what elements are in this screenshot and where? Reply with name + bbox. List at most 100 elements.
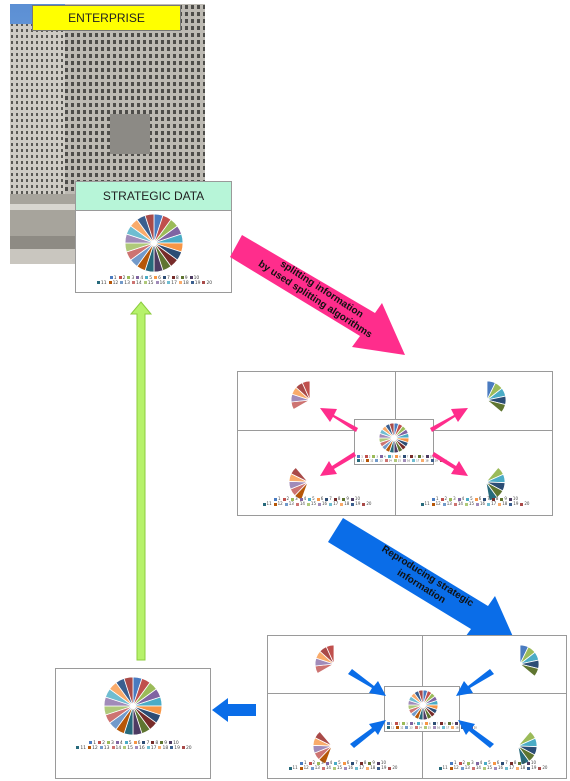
legend-swatch [329, 502, 333, 506]
legend-swatch [393, 458, 397, 462]
legend-label: 18 [162, 746, 169, 751]
legend-swatch [402, 722, 406, 725]
legend-label: 9 [504, 496, 507, 501]
legend-swatch [449, 766, 453, 770]
legend-swatch [181, 746, 185, 749]
legend-swatch [76, 746, 80, 749]
legend-label: 20 [542, 765, 548, 770]
legend-label: 16 [480, 501, 486, 506]
legend-label: 11 [391, 726, 395, 729]
legend-label: 6 [399, 455, 401, 459]
legend-swatch [509, 761, 513, 765]
legend-swatch [190, 281, 194, 284]
legend-label: 4 [479, 760, 483, 765]
legend-swatch [342, 761, 346, 765]
legend-label: 4 [119, 741, 123, 746]
legend-swatch [282, 497, 286, 501]
green-up-arrow [129, 301, 153, 661]
legend-label: 14 [136, 281, 142, 286]
legend-swatch [151, 741, 155, 744]
legend-label: 17 [171, 281, 177, 286]
pie-fragment-top-right [486, 380, 507, 413]
legend-swatch [317, 761, 321, 765]
legend-label: 1 [453, 760, 457, 765]
legend-label: 18 [502, 501, 508, 506]
strategic-pie-chart [124, 213, 184, 273]
legend-label: 10 [193, 276, 200, 281]
legend-label: 3 [406, 722, 408, 726]
legend-swatch [520, 502, 524, 506]
center-pie [407, 689, 439, 721]
legend-swatch [333, 497, 337, 501]
legend-label: 6 [478, 496, 482, 501]
legend-swatch [432, 722, 436, 725]
merge-arrows-blue [348, 669, 494, 748]
legend-swatch [124, 741, 128, 744]
legend-swatch [273, 497, 277, 501]
legend-label: 3 [471, 760, 474, 765]
legend-label: 2 [398, 722, 401, 726]
legend-label: 7 [505, 760, 508, 765]
legend-swatch [451, 725, 455, 729]
legend-label: 14 [475, 765, 481, 770]
legend-swatch [350, 497, 354, 501]
legend-swatch [355, 766, 359, 770]
legend-label: 20 [524, 501, 530, 506]
legend-label: 12 [453, 765, 459, 770]
legend-label: 9 [522, 760, 525, 765]
legend-swatch [325, 761, 329, 765]
legend-label: 9 [421, 455, 424, 459]
legend-swatch [417, 455, 421, 458]
left-arrow-blue [212, 698, 256, 722]
legend-swatch [368, 761, 372, 765]
legend-label: 19 [174, 746, 180, 751]
legend-label: 8 [414, 455, 416, 459]
legend-label: 13 [124, 281, 131, 286]
legend-swatch [410, 455, 414, 458]
legend-swatch [376, 761, 380, 765]
legend-swatch [299, 761, 303, 765]
legend-swatch [491, 497, 495, 501]
legend-swatch [189, 276, 193, 279]
legend-label: 2 [368, 455, 371, 459]
legend-label: 12 [370, 459, 374, 462]
legend-swatch [509, 502, 513, 506]
legend-label: 5 [470, 496, 473, 501]
legend-label: 7 [487, 496, 490, 501]
pie-slice [388, 422, 395, 439]
legend-swatch [325, 497, 329, 501]
legend-label: 14 [418, 726, 422, 729]
pie-slice [486, 399, 506, 413]
pie-fragment-bottom-left [312, 730, 333, 765]
legend-swatch [483, 497, 487, 501]
legend-swatch [440, 497, 444, 501]
legend-swatch [133, 741, 137, 744]
legend-swatch [146, 746, 150, 749]
legend-label: 17 [150, 746, 157, 751]
legend-label: 4 [461, 496, 465, 501]
legend-label: 20 [185, 746, 192, 751]
legend-swatch [169, 741, 173, 744]
legend-label: 19 [434, 459, 438, 462]
legend-swatch [291, 497, 295, 501]
legend-swatch [417, 722, 421, 725]
legend-label: 8 [495, 496, 499, 501]
legend-label: 16 [348, 765, 354, 770]
legend-swatch [388, 766, 392, 770]
legend-swatch [409, 722, 413, 725]
legend-swatch [440, 722, 444, 725]
legend-label: 13 [314, 765, 320, 770]
legend-swatch [455, 722, 459, 725]
legend-swatch [366, 766, 370, 770]
legend-swatch [273, 502, 277, 506]
legend-swatch [123, 746, 127, 749]
legend-swatch [372, 455, 376, 458]
legend-label: 12 [92, 746, 98, 751]
legend-label: 15 [310, 501, 316, 506]
legend-label: 3 [110, 741, 114, 746]
pie-fragment-top-left [314, 644, 335, 675]
